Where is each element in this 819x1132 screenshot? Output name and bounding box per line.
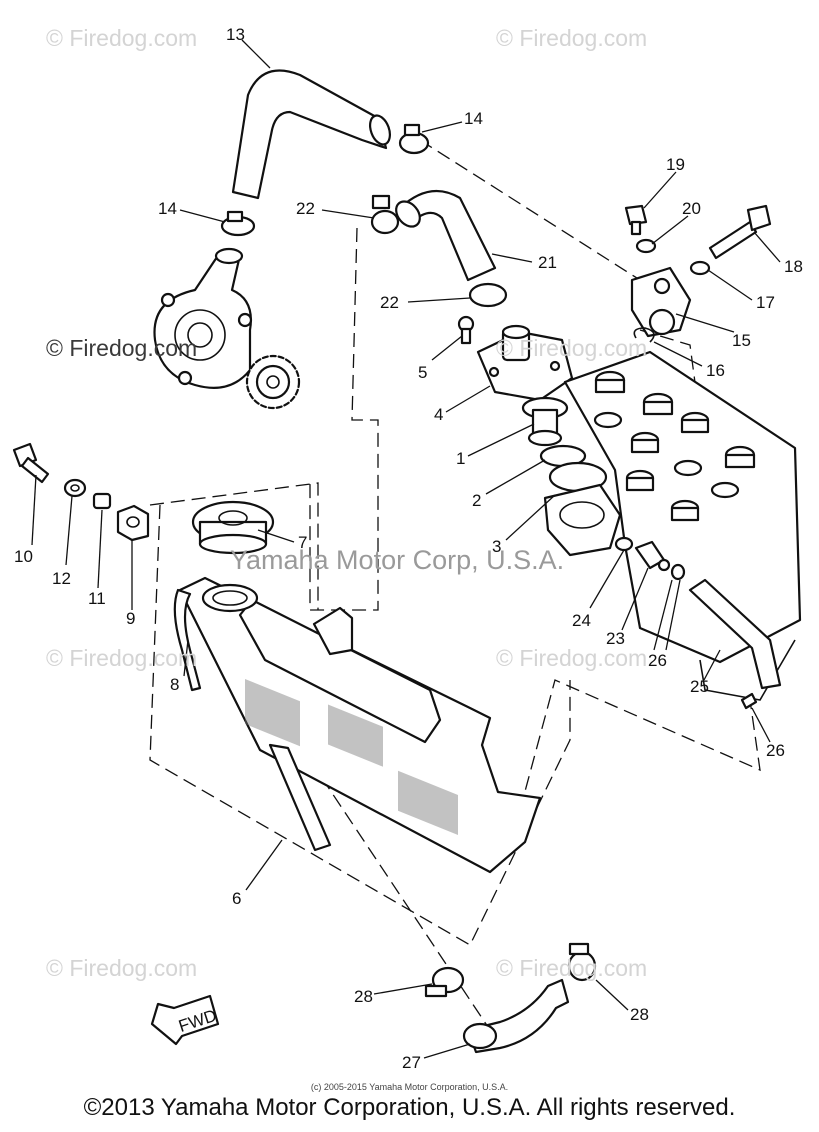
pump-drive-gear <box>245 354 301 410</box>
grommet-9 <box>116 504 150 542</box>
callout-6: 6 <box>232 889 241 908</box>
collar-11 <box>92 492 112 510</box>
hose-clamp-28-left <box>424 966 465 998</box>
water-pump-housing <box>153 247 253 389</box>
callout-28-left: 28 <box>354 987 373 1006</box>
washer-17 <box>689 260 711 276</box>
callout-numbers: 13 14 14 22 21 22 5 4 1 2 3 7 8 6 10 12 … <box>14 25 803 1072</box>
watermark-row3-right: © Firedog.com <box>496 645 648 671</box>
watermark-top-left: © Firedog.com <box>46 25 198 51</box>
bolt-18 <box>708 204 772 260</box>
callout-10: 10 <box>14 547 33 566</box>
callout-12: 12 <box>52 569 71 588</box>
callout-11: 11 <box>88 589 106 608</box>
hose-clamp-22-upper <box>370 194 400 235</box>
bypass-hose <box>395 189 497 282</box>
callout-14-left: 14 <box>158 199 177 218</box>
callout-25: 25 <box>690 677 709 696</box>
hose-clamp-14-left <box>220 210 256 237</box>
callout-1: 1 <box>456 449 465 468</box>
joint-fitting-15 <box>630 266 692 338</box>
watermark-yamaha: Yamaha Motor Corp, U.S.A. <box>230 545 565 575</box>
hose-clamp-28-right <box>567 942 597 982</box>
callout-21: 21 <box>538 253 557 272</box>
callout-27: 27 <box>402 1053 421 1072</box>
footer-copyright: ©2013 Yamaha Motor Corporation, U.S.A. A… <box>83 1094 736 1121</box>
callout-28-right: 28 <box>630 1005 649 1024</box>
callout-22-upper: 22 <box>296 199 315 218</box>
callout-2: 2 <box>472 491 481 510</box>
callout-13: 13 <box>226 25 245 44</box>
callout-20: 20 <box>682 199 701 218</box>
callout-15: 15 <box>732 331 751 350</box>
assembly-outlines <box>149 139 761 1031</box>
callout-24: 24 <box>572 611 591 630</box>
watermark-mid-left: © Firedog.com <box>46 335 198 361</box>
hose-clamp-22-lower <box>468 282 508 308</box>
washer-12 <box>63 478 87 498</box>
callout-26-lower: 26 <box>766 741 785 760</box>
watermark-top-right: © Firedog.com <box>496 25 648 51</box>
thermostat <box>521 396 569 447</box>
callout-7: 7 <box>298 533 307 552</box>
forward-direction-arrow: FWD <box>150 994 220 1046</box>
bolt-19 <box>624 204 648 236</box>
callout-16: 16 <box>706 361 725 380</box>
radiator <box>178 576 542 874</box>
head-bolts <box>593 370 756 522</box>
o-ring-26-upper <box>670 563 686 581</box>
watermark-mid-right: © Firedog.com <box>496 335 648 361</box>
callout-26-upper: 26 <box>648 651 667 670</box>
gasket-24 <box>614 536 634 552</box>
callout-19: 19 <box>666 155 685 174</box>
lower-radiator-hose <box>462 978 570 1054</box>
callout-3: 3 <box>492 537 501 556</box>
watermark-row3-left: © Firedog.com <box>46 645 198 671</box>
callout-23: 23 <box>606 629 625 648</box>
clip-16 <box>633 327 655 343</box>
leader-lines <box>31 39 781 1059</box>
watermark-row4-right: © Firedog.com <box>496 955 648 981</box>
callout-22-lower: 22 <box>380 293 399 312</box>
callout-9: 9 <box>126 609 135 628</box>
small-copyright: (c) 2005-2015 Yamaha Motor Corporation, … <box>310 1082 509 1092</box>
callout-4: 4 <box>434 405 443 424</box>
washer-20 <box>635 238 657 254</box>
callout-17: 17 <box>756 293 775 312</box>
bolt-10 <box>12 442 50 484</box>
fitting-23 <box>634 540 671 572</box>
thermostat-housing <box>543 483 622 557</box>
thermostat-cover <box>476 324 574 402</box>
radiator-cap <box>191 500 275 555</box>
callout-14-upper: 14 <box>464 109 483 128</box>
callout-5: 5 <box>418 363 427 382</box>
callout-18: 18 <box>784 257 803 276</box>
radiator-core-mesh <box>245 678 458 836</box>
callout-8: 8 <box>170 675 179 694</box>
watermark-row4-left: © Firedog.com <box>46 955 198 981</box>
bolt-5 <box>457 315 475 345</box>
hose-25 <box>688 578 782 690</box>
cylinder-head <box>563 350 802 701</box>
hose-clamp-14-upper <box>398 123 430 155</box>
upper-radiator-hose <box>231 69 391 200</box>
clip-26-lower <box>740 692 758 710</box>
